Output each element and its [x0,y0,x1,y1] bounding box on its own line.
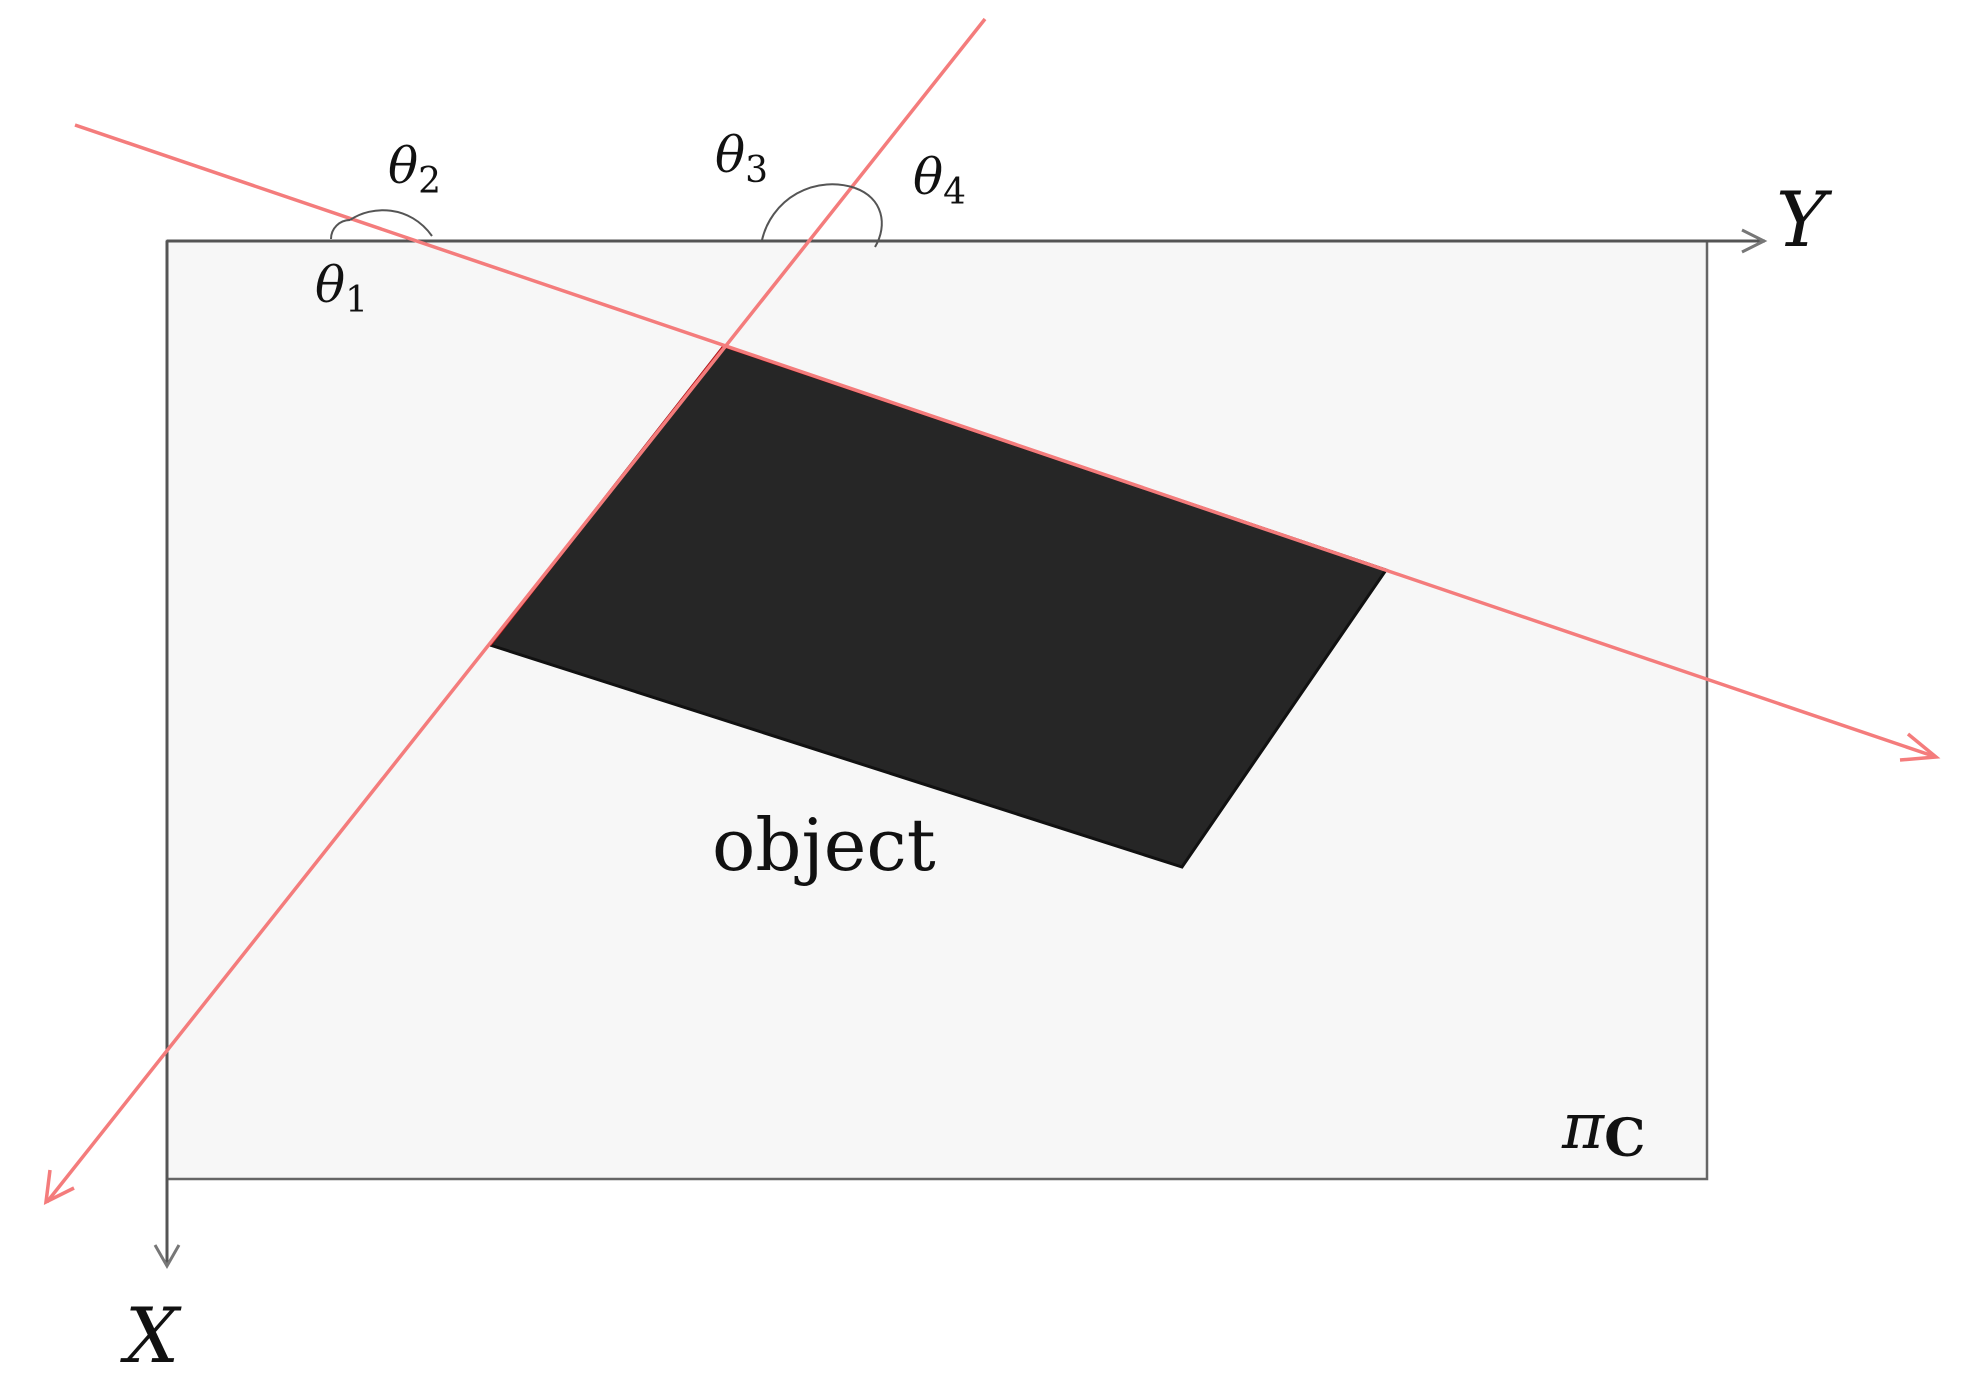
red-line-steep [45,17,987,1204]
theta3-label: θ3 [715,126,768,191]
plane-label: πC [1561,1090,1645,1169]
red-line-steep-arrowhead [43,1169,75,1206]
red-line-shallow-arrowhead [1899,732,1941,762]
theta2-label: θ2 [388,137,441,202]
theta4-arc [854,187,883,248]
x-axis-arrowhead [153,1244,181,1270]
theta1-arc [330,219,351,240]
red-line-shallow [74,123,1937,759]
object-label: object [712,803,936,887]
theta4-label: θ4 [913,148,966,213]
x-axis-label: X [120,1291,182,1380]
y-axis-arrowhead [1741,228,1768,254]
theta3-arc [761,183,856,241]
theta2-arc [349,209,433,237]
theta1-label: θ1 [315,256,368,321]
y-axis-label: Y [1776,175,1833,264]
